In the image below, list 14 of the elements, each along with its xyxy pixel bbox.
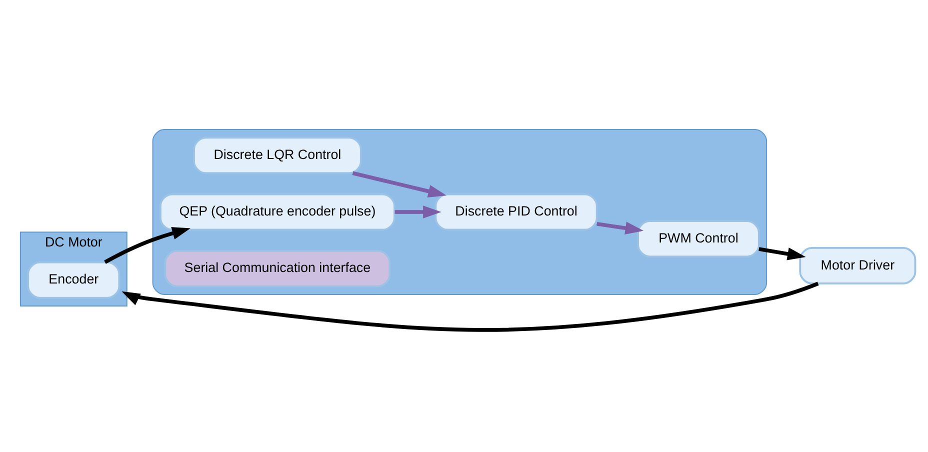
arrow: [122, 282, 819, 332]
node-box: Motor Driver: [799, 247, 916, 284]
arrow: [352, 171, 447, 198]
node-box: Discrete PID Control: [434, 193, 598, 231]
node-box: Discrete LQR Control: [193, 136, 362, 174]
arrow: [596, 222, 644, 234]
node-box: Encoder: [27, 261, 120, 299]
arrow: [104, 227, 190, 264]
node-box: QEP (Quadrature encoder pulse): [160, 193, 396, 231]
node-box: Serial Communication interface: [164, 250, 391, 288]
node-box: PWM Control: [637, 220, 760, 258]
cluster: [152, 129, 768, 295]
arrow: [758, 247, 806, 260]
arrow: [394, 206, 442, 218]
